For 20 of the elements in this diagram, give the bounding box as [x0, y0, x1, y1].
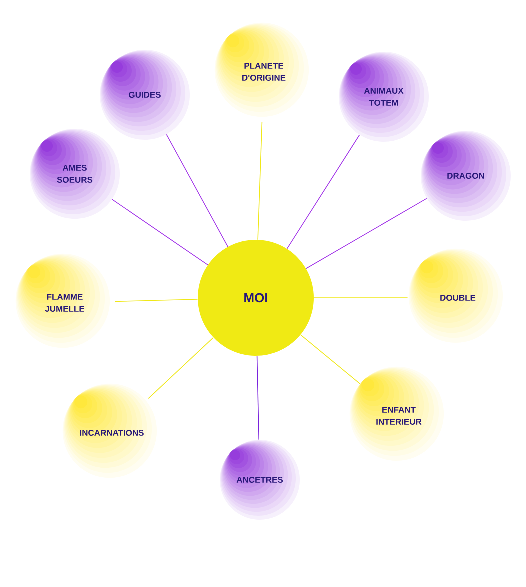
circle-node: DOUBLE [408, 248, 508, 348]
connector-line [148, 337, 214, 400]
circle-node: ANIMAUX TOTEM [339, 52, 429, 142]
circle-node: ENFANT INTERIEUR [349, 366, 449, 466]
connector-line [256, 356, 260, 440]
connector-line [166, 134, 228, 248]
circle-node: PLANETE D'ORIGINE [214, 22, 314, 122]
circle-node: DRAGON [421, 131, 511, 221]
circle-node: INCARNATIONS [62, 383, 162, 483]
circle-node: AMES SOEURS [30, 129, 120, 219]
circle-node: GUIDES [100, 50, 190, 140]
connector-line [300, 334, 361, 384]
circle-node: ANCETRES [220, 440, 300, 520]
connector-line [258, 122, 263, 240]
connector-line [286, 134, 360, 250]
connector-line [114, 299, 198, 302]
circle-node: FLAMME JUMELLE [15, 253, 115, 353]
circle-node: MOI [198, 240, 314, 356]
connector-line [306, 198, 428, 270]
connector-line [112, 199, 208, 266]
